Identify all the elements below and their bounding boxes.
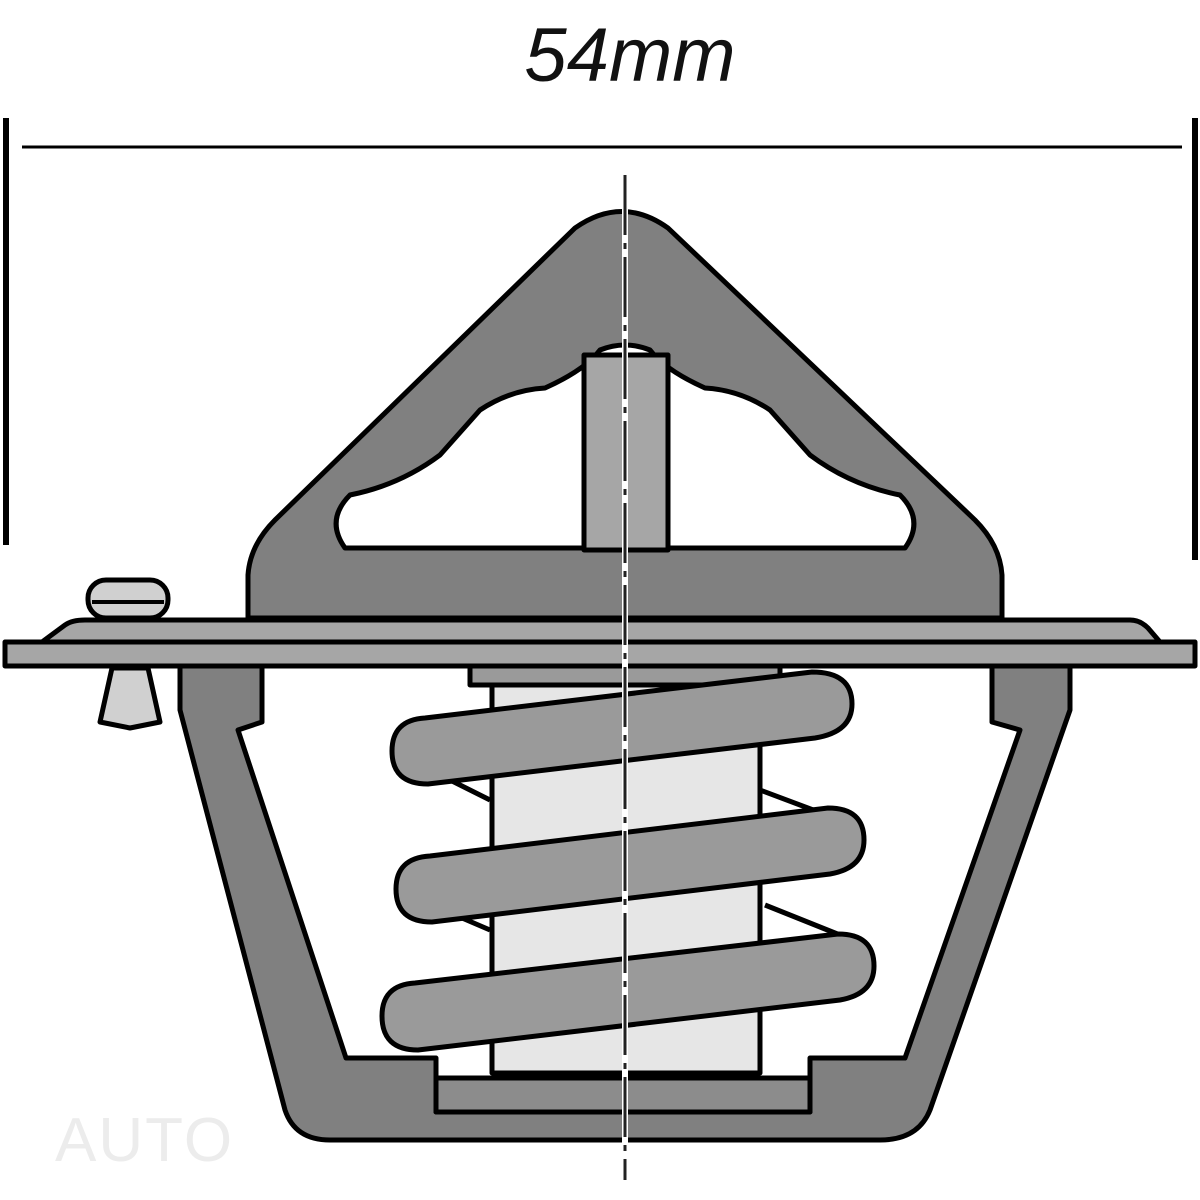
watermark-logo: AUTO bbox=[55, 1106, 235, 1175]
flange-bottom-plate bbox=[2, 639, 1198, 669]
flange-top-plate bbox=[39, 617, 1163, 645]
jiggle-pin-tail bbox=[97, 665, 163, 731]
dimension-label: 54mm bbox=[524, 13, 736, 98]
jiggle-pin-head bbox=[85, 577, 171, 621]
spring-coil bbox=[393, 805, 867, 925]
